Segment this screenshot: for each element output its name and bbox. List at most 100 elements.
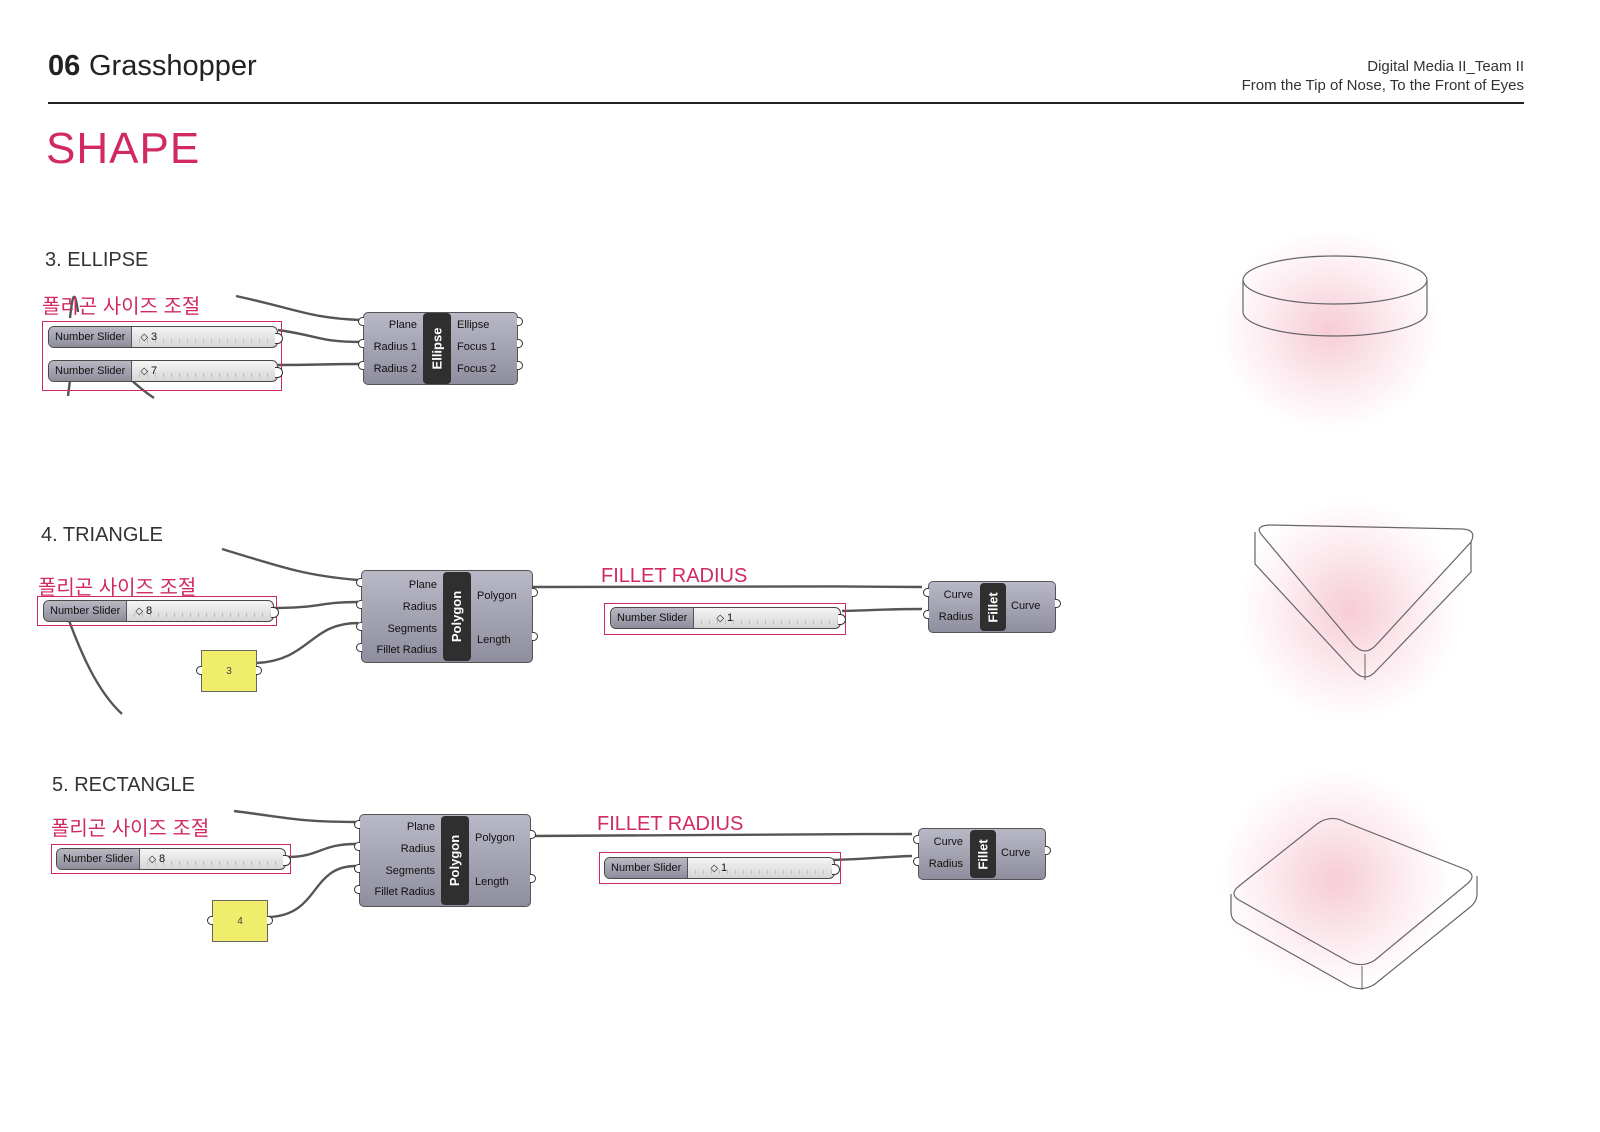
fillet-component[interactable]: Curve Radius Fillet Curve <box>923 581 1061 633</box>
input-radius: Radius <box>402 601 437 613</box>
diamond-icon: ◇ <box>140 331 149 343</box>
polygon-component[interactable]: Plane Radius Segments Fillet Radius Poly… <box>354 814 536 907</box>
wire <box>277 328 361 344</box>
ellipse-component[interactable]: Plane Radius 1 Radius 2 Ellipse Ellipse … <box>358 312 523 385</box>
annotation-note: 폴리곤 사이즈 조절 <box>51 818 210 840</box>
input-port[interactable] <box>356 578 362 587</box>
input-port[interactable] <box>356 600 362 609</box>
output-port[interactable] <box>530 874 536 883</box>
input-plane: Plane <box>406 821 435 833</box>
slider-track[interactable]: ◇1 <box>694 608 846 628</box>
wire <box>277 362 361 367</box>
input-port[interactable] <box>913 857 919 866</box>
header-info: Digital Media II_Team II From the Tip of… <box>1242 57 1524 95</box>
output-grip[interactable] <box>275 367 283 378</box>
output-curve: Curve <box>1011 600 1041 612</box>
component-name: Polygon <box>441 816 469 905</box>
output-ellipse: Ellipse <box>457 319 490 331</box>
page-title: SHAPE <box>46 124 201 173</box>
slider-label: Number Slider <box>49 327 133 347</box>
panel-value: 4 <box>237 915 243 927</box>
polygon-component[interactable]: Plane Radius Segments Fillet Radius Poly… <box>356 570 538 663</box>
number-slider[interactable]: Number Slider ◇1 <box>610 607 846 629</box>
output-length: Length <box>477 634 511 646</box>
output-port[interactable] <box>532 588 538 597</box>
wire <box>268 864 357 919</box>
slider-track[interactable]: ◇7 <box>132 361 283 381</box>
output-grip[interactable] <box>283 855 291 866</box>
number-slider[interactable]: Number Slider ◇8 <box>43 600 279 622</box>
component-name: Ellipse <box>423 313 451 384</box>
wire <box>221 547 359 582</box>
wire <box>832 854 913 862</box>
output-grip[interactable] <box>271 607 279 618</box>
input-port[interactable] <box>354 885 360 894</box>
input-fillet-radius: Fillet Radius <box>374 886 435 898</box>
input-curve: Curve <box>933 836 963 848</box>
number-slider[interactable]: Number Slider ◇8 <box>56 848 291 870</box>
diamond-icon: ◇ <box>710 862 719 874</box>
output-port[interactable] <box>256 666 262 675</box>
chapter-number: 06 <box>48 50 81 82</box>
fillet-radius-note: FILLET RADIUS <box>597 813 744 835</box>
output-port[interactable] <box>530 830 536 839</box>
slider-track[interactable]: ◇8 <box>140 849 291 869</box>
number-slider[interactable]: Number Slider ◇7 <box>48 360 283 382</box>
number-slider[interactable]: Number Slider ◇1 <box>604 857 840 879</box>
input-port[interactable] <box>354 864 360 873</box>
output-grip[interactable] <box>838 614 846 625</box>
component-name: Polygon <box>443 572 471 661</box>
input-port[interactable] <box>923 588 929 597</box>
input-port[interactable] <box>358 317 364 326</box>
output-port[interactable] <box>517 361 523 370</box>
input-port[interactable] <box>354 820 360 829</box>
annotation-note: 폴리곤 사이즈 조절 <box>42 296 201 318</box>
input-port[interactable] <box>358 361 364 370</box>
fillet-component[interactable]: Curve Radius Fillet Curve <box>913 828 1051 880</box>
input-port[interactable] <box>913 835 919 844</box>
input-port[interactable] <box>196 666 202 675</box>
output-grip[interactable] <box>275 333 283 344</box>
input-port[interactable] <box>923 610 929 619</box>
preview-glow <box>1220 770 1450 990</box>
slider-track[interactable]: ◇3 <box>132 327 283 347</box>
slider-track[interactable]: ◇8 <box>127 601 279 621</box>
output-port[interactable] <box>267 916 273 925</box>
wire <box>68 295 80 319</box>
diamond-icon: ◇ <box>148 853 157 865</box>
input-radius-2: Radius 2 <box>373 363 417 375</box>
slider-label: Number Slider <box>57 849 141 869</box>
output-port[interactable] <box>517 317 523 326</box>
output-polygon: Polygon <box>475 832 515 844</box>
slider-track[interactable]: ◇1 <box>688 858 840 878</box>
output-port[interactable] <box>532 632 538 641</box>
rounded-triangle-icon <box>1254 524 1474 680</box>
ellipse-disc-icon <box>1242 255 1428 337</box>
wire <box>286 842 357 859</box>
output-port[interactable] <box>1055 599 1061 608</box>
input-port[interactable] <box>207 916 213 925</box>
output-grip[interactable] <box>832 864 840 875</box>
output-port[interactable] <box>517 339 523 348</box>
input-segments: Segments <box>387 623 437 635</box>
wire <box>841 607 923 613</box>
input-port[interactable] <box>356 622 362 631</box>
input-port[interactable] <box>354 842 360 851</box>
input-plane: Plane <box>408 579 437 591</box>
slider-label: Number Slider <box>49 361 133 381</box>
component-name: Fillet <box>980 583 1006 631</box>
slider-value: 8 <box>146 605 153 617</box>
diamond-icon: ◇ <box>135 605 144 617</box>
panel[interactable]: 4 <box>207 900 273 942</box>
output-port[interactable] <box>1045 846 1051 855</box>
wire <box>233 809 357 824</box>
input-port[interactable] <box>356 643 362 652</box>
panel[interactable]: 3 <box>196 650 262 692</box>
highlight-box <box>42 321 282 391</box>
input-segments: Segments <box>385 865 435 877</box>
number-slider[interactable]: Number Slider ◇3 <box>48 326 283 348</box>
input-port[interactable] <box>358 339 364 348</box>
annotation-note: 폴리곤 사이즈 조절 <box>38 577 197 599</box>
input-curve: Curve <box>943 589 973 601</box>
